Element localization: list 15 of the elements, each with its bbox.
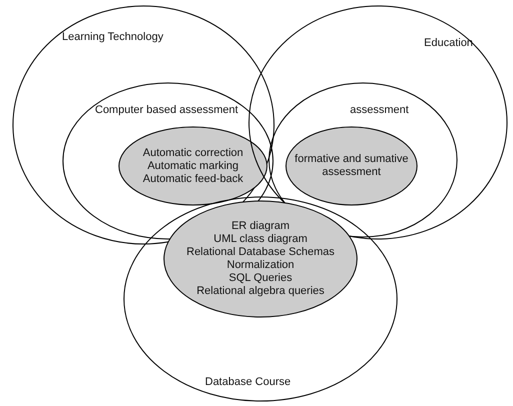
topic-text: ER diagram <box>231 220 290 233</box>
topic-text: formative and sumative assessment <box>294 153 410 179</box>
set-label: assessment <box>350 104 409 116</box>
topic-text: Automatic marking <box>147 160 239 172</box>
set-label: Education <box>424 37 473 49</box>
topic-text: UML class diagram <box>214 233 308 246</box>
topic-text: Relational algebra queries <box>196 285 324 298</box>
topic-text: Relational Database Schemas <box>186 246 334 259</box>
set-label: Learning Technology <box>62 31 164 43</box>
topic-text: Automatic feed-back <box>142 172 244 186</box>
topic-text: Automatic correction <box>142 146 244 160</box>
topic-text: SQL Queries <box>228 272 292 285</box>
topic-text: Normalization <box>226 259 294 272</box>
set-label: Computer based assessment <box>95 104 238 116</box>
set-label: Database Course <box>205 376 291 388</box>
